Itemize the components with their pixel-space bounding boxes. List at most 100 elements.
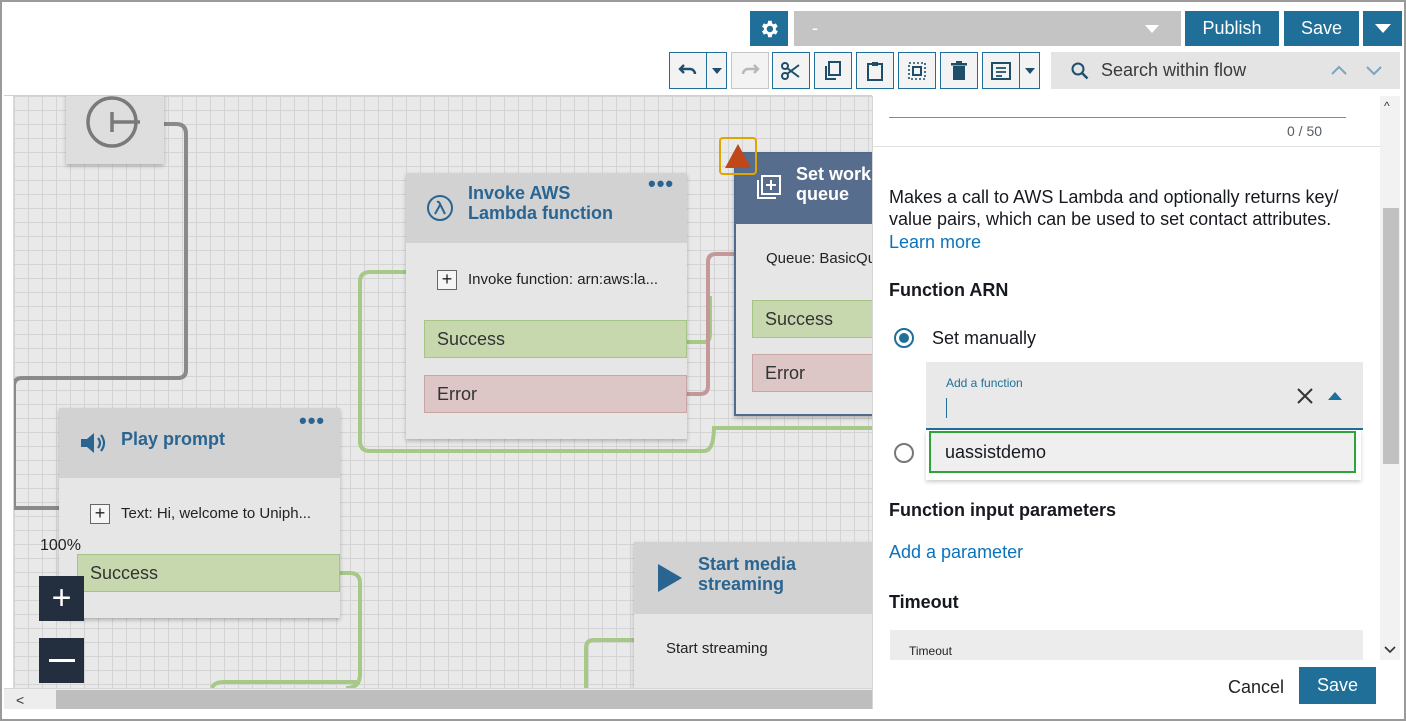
- save-button[interactable]: Save: [1284, 11, 1359, 46]
- chevron-left-icon[interactable]: <: [16, 692, 25, 708]
- expand-icon[interactable]: +: [90, 504, 110, 524]
- timeout-field[interactable]: Timeout: [890, 630, 1363, 660]
- trash-icon: [951, 60, 967, 80]
- block-title: queue: [796, 184, 850, 204]
- undo-menu-button[interactable]: [706, 52, 727, 89]
- zoom-out-button[interactable]: [39, 638, 84, 683]
- lambda-icon: [427, 195, 453, 221]
- chevron-up-icon[interactable]: [1328, 391, 1342, 401]
- learn-more-link[interactable]: Learn more: [889, 232, 982, 252]
- panel-divider: [873, 146, 1380, 147]
- settings-button[interactable]: [750, 11, 788, 46]
- branch-success[interactable]: Success: [77, 554, 340, 592]
- dropdown-icon: [1024, 67, 1035, 74]
- input-params-heading: Function input parameters: [889, 500, 1117, 520]
- scrollbar-thumb[interactable]: [1383, 208, 1399, 464]
- branch-success[interactable]: Success: [752, 300, 872, 338]
- flow-select[interactable]: -: [794, 11, 1181, 46]
- expand-icon[interactable]: +: [437, 270, 457, 290]
- chevron-down-icon[interactable]: [1384, 646, 1396, 654]
- select-all-button[interactable]: [898, 52, 936, 89]
- cancel-button[interactable]: Cancel: [1227, 676, 1285, 697]
- undo-button[interactable]: [669, 52, 707, 89]
- flow-search[interactable]: Search within flow: [1051, 52, 1400, 89]
- play-prompt-block[interactable]: Play prompt ••• + Text: Hi, welcome to U…: [59, 408, 340, 618]
- select-all-icon: [908, 61, 926, 80]
- redo-button[interactable]: [731, 52, 769, 89]
- invoke-lambda-block[interactable]: Invoke AWS Lambda function ••• + Invoke …: [406, 171, 687, 439]
- play-icon: [658, 564, 682, 592]
- notes-button[interactable]: [982, 52, 1020, 89]
- cut-icon: [781, 61, 800, 80]
- toolbar-divider: [4, 95, 872, 96]
- clear-icon[interactable]: [1296, 387, 1314, 405]
- copy-icon: [825, 60, 841, 80]
- chevron-up-icon[interactable]: ^: [1384, 99, 1390, 113]
- entry-point-block[interactable]: [66, 96, 164, 164]
- flow-canvas[interactable]: Invoke AWS Lambda function ••• + Invoke …: [14, 96, 872, 688]
- name-input[interactable]: [889, 96, 1346, 118]
- warning-icon: [719, 137, 757, 175]
- publish-button[interactable]: Publish: [1185, 11, 1279, 46]
- set-manually-label: Set manually: [932, 328, 1037, 348]
- queue-icon: [757, 175, 781, 199]
- canvas-gutter: [2, 96, 14, 688]
- more-options-icon[interactable]: •••: [648, 171, 675, 196]
- dropdown-icon: [711, 67, 722, 74]
- block-title: Lambda function: [468, 203, 613, 223]
- add-parameter-link[interactable]: Add a parameter: [889, 542, 1024, 562]
- save-options-button[interactable]: [1363, 11, 1402, 46]
- notes-icon: [991, 61, 1011, 80]
- block-title: Play prompt: [121, 429, 226, 449]
- branch-error[interactable]: Error: [752, 354, 872, 392]
- function-combobox[interactable]: Add a function: [926, 362, 1363, 430]
- panel-scrollbar[interactable]: ^: [1380, 96, 1400, 660]
- block-parameter: Start streaming: [666, 640, 768, 657]
- copy-button[interactable]: [814, 52, 852, 89]
- zoom-level: 100%: [40, 537, 81, 554]
- description-line: Makes a call to AWS Lambda and optionall…: [889, 187, 1339, 207]
- use-attribute-radio[interactable]: [894, 443, 914, 463]
- redo-icon: [741, 63, 760, 74]
- function-arn-heading: Function ARN: [889, 280, 1009, 300]
- block-title: Invoke AWS: [468, 183, 571, 203]
- block-title: Set work: [796, 164, 872, 184]
- search-icon: [1071, 62, 1089, 79]
- search-input[interactable]: Search within flow: [1101, 60, 1247, 80]
- minus-icon: [48, 659, 75, 662]
- timeout-heading: Timeout: [889, 592, 959, 612]
- delete-button[interactable]: [940, 52, 978, 89]
- block-header: [59, 408, 340, 478]
- notes-menu-button[interactable]: [1019, 52, 1040, 89]
- paste-icon: [867, 61, 883, 81]
- branch-error[interactable]: Error: [424, 375, 687, 413]
- description-line: value pairs, which can be used to set co…: [889, 209, 1332, 229]
- text-cursor: [946, 398, 947, 418]
- scrollbar-thumb[interactable]: [56, 690, 872, 709]
- branch-success[interactable]: Success: [424, 320, 687, 358]
- entry-icon: [86, 96, 140, 148]
- undo-icon: [678, 63, 697, 74]
- speaker-icon: [81, 433, 106, 453]
- paste-button[interactable]: [856, 52, 894, 89]
- zoom-in-button[interactable]: +: [39, 576, 84, 621]
- set-manually-radio[interactable]: [894, 328, 914, 348]
- cut-button[interactable]: [772, 52, 810, 89]
- combobox-label: Add a function: [946, 376, 1023, 390]
- block-title: streaming: [698, 574, 785, 594]
- start-media-streaming-block[interactable]: Start media streaming Start streaming: [634, 542, 872, 688]
- horizontal-scrollbar[interactable]: <: [4, 688, 872, 709]
- block-parameter: Queue: BasicQu: [766, 250, 872, 267]
- block-title: Start media: [698, 554, 797, 574]
- chevron-down-icon[interactable]: [1365, 65, 1383, 77]
- flow-select-value: -: [812, 18, 818, 38]
- set-working-queue-block[interactable]: Set work queue Queue: BasicQu Success Er…: [734, 152, 872, 416]
- plus-icon: +: [51, 579, 72, 617]
- more-options-icon[interactable]: •••: [299, 408, 326, 433]
- chevron-up-icon[interactable]: [1330, 64, 1348, 76]
- chevron-down-icon: [1374, 24, 1391, 33]
- panel-save-button[interactable]: Save: [1299, 667, 1376, 704]
- dropdown-option[interactable]: uassistdemo: [929, 431, 1356, 473]
- block-parameter: Text: Hi, welcome to Uniph...: [121, 505, 312, 522]
- gear-icon: [762, 20, 778, 37]
